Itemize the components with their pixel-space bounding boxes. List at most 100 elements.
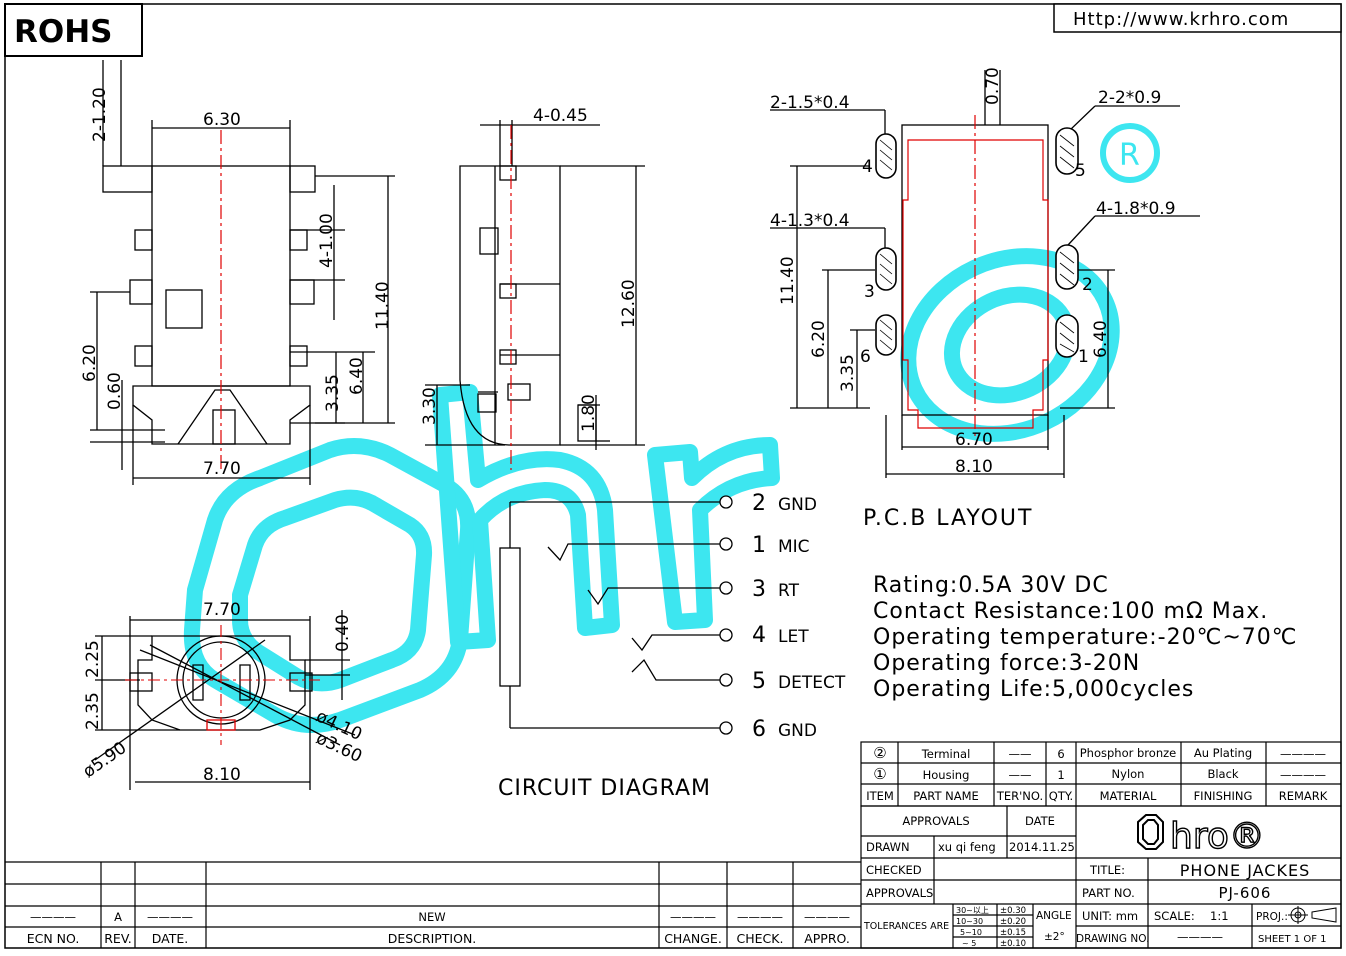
dim-pin-width: 2-1.20 xyxy=(90,87,110,142)
title-block-text: APPROVALS DATE DRAWN xu qi feng 2014.11.… xyxy=(863,814,1327,949)
tb-drawn-label: DRAWN xyxy=(866,840,910,854)
dim-h2: 6.40 xyxy=(347,357,367,395)
dim-width: 6.30 xyxy=(203,110,241,130)
dim-l2: 0.60 xyxy=(105,372,125,410)
dim-bottom-d1: 0.40 xyxy=(333,614,353,652)
dim-bottom-d2: 2.25 xyxy=(83,640,103,678)
front-view-dimensions: 6.30 2-1.20 4-1.00 11.40 6.40 3.35 6.20 … xyxy=(80,87,393,479)
bom-material-housing: Nylon xyxy=(1112,767,1145,781)
tb-scale-value: 1:1 xyxy=(1210,909,1229,923)
spec-operating-life: Operating Life:5,000cycles xyxy=(873,677,1194,702)
bom-remark-terminal: ———— xyxy=(1280,747,1326,761)
circuit-pin-6-name: GND xyxy=(778,721,817,741)
circuit-pin-4-name: LET xyxy=(778,627,809,647)
front-view xyxy=(90,60,395,485)
dim-bottom: 7.70 xyxy=(203,459,241,479)
pcb-pin-3: 3 xyxy=(864,282,875,302)
circuit-pin-2-name: GND xyxy=(778,495,817,515)
tb-tol-range-1: 30~以上 xyxy=(956,906,989,915)
dim-side-top: 4-0.45 xyxy=(533,106,588,126)
bom-item-1: ① xyxy=(873,765,886,783)
rev-check-value: ———— xyxy=(737,910,783,924)
tb-tolerances-label: TOLERANCES ARE xyxy=(863,921,949,932)
bom-item-2: ② xyxy=(873,744,886,762)
watermark-registered-mark: R xyxy=(1119,138,1140,173)
tb-title-value: PHONE JACKES xyxy=(1180,861,1310,880)
bom-qty-housing: 1 xyxy=(1057,768,1064,782)
pcb-pin-labels: 4 5 3 2 6 1 xyxy=(860,157,1093,367)
rev-header-ecn: ECN NO. xyxy=(27,931,80,946)
tb-tol-range-3: 5~10 xyxy=(960,928,982,937)
dim-pcb-t1: 2-1.5*0.4 xyxy=(770,93,850,113)
tb-drawing-no-value: ———— xyxy=(1177,930,1223,944)
dim-pcb-w2: 8.10 xyxy=(955,457,993,477)
circuit-pin-6-num: 6 xyxy=(752,717,766,742)
dim-pcb-t4: 4-1.8*0.9 xyxy=(1096,199,1176,219)
revision-row: ———— A ———— NEW ———— ———— ———— xyxy=(30,910,850,924)
specifications: Rating:0.5A 30V DC Contact Resistance:10… xyxy=(873,573,1296,702)
bom-finishing-housing: Black xyxy=(1207,767,1238,781)
bottom-view-centerlines xyxy=(125,625,320,745)
sheet-border xyxy=(4,3,1342,949)
rev-date-value: ———— xyxy=(147,910,193,924)
bom-headers: ITEM PART NAME TER'NO. QTY. MATERIAL FIN… xyxy=(866,789,1328,803)
rev-rev-value: A xyxy=(114,910,122,924)
pcb-dimensions: 2-1.5*0.4 2-2*0.9 4-1.3*0.4 4-1.8*0.9 0.… xyxy=(770,67,1176,477)
bom-header-part: PART NAME xyxy=(913,789,979,803)
pcb-pin-2: 2 xyxy=(1082,275,1093,295)
bottom-view xyxy=(94,610,356,790)
tb-tol-value-4: ±0.10 xyxy=(1000,939,1026,949)
tb-tol-value-2: ±0.20 xyxy=(1000,917,1026,927)
bom-header-material: MATERIAL xyxy=(1100,789,1157,803)
bottom-view-dimensions: 7.70 0.40 2.25 2.35 ø4.10 ø3.60 ø5.90 8.… xyxy=(79,600,365,785)
circuit-pin-1-name: MIC xyxy=(778,537,810,557)
bom-qty-terminal: 6 xyxy=(1057,747,1064,761)
tb-tol-range-2: 10~30 xyxy=(956,917,983,926)
bom-ter-terminal: —— xyxy=(1009,747,1032,761)
circuit-pin-2-num: 2 xyxy=(752,491,766,516)
dim-bottom-d3: 2.35 xyxy=(83,692,103,730)
rev-change-value: ———— xyxy=(670,910,716,924)
bom-ter-housing: —— xyxy=(1009,768,1032,782)
dim-l1: 6.20 xyxy=(80,344,100,382)
circuit-pin-5-num: 5 xyxy=(752,669,766,694)
circuit-pin-3-num: 3 xyxy=(752,577,766,602)
dim-side-h: 3.30 xyxy=(420,387,440,425)
tb-checked-label: CHECKED xyxy=(866,863,922,877)
dim-pcb-w1: 6.70 xyxy=(955,430,993,450)
rev-header-check: CHECK. xyxy=(737,931,784,946)
tb-date-header: DATE xyxy=(1025,814,1055,828)
dim-bottom-width: 8.10 xyxy=(203,765,241,785)
circuit-pin-3-name: RT xyxy=(778,581,800,601)
bom-header-ter: TER'NO. xyxy=(996,789,1043,803)
hro-logo-text: hro® xyxy=(1170,816,1265,857)
tb-approvals-label: APPROVALS xyxy=(866,886,933,900)
dim-pitch: 4-1.00 xyxy=(317,213,337,268)
tb-drawn-by: xu qi feng xyxy=(938,840,996,854)
dim-pcb-v5: 6.40 xyxy=(1091,320,1111,358)
bom-row-terminal: ② Terminal —— 6 Phosphor bronze Au Plati… xyxy=(873,744,1326,762)
pcb-outline-red xyxy=(902,139,1049,429)
spec-rating: Rating:0.5A 30V DC xyxy=(873,573,1109,598)
bom-remark-housing: ———— xyxy=(1280,768,1326,782)
bom-header-qty: QTY. xyxy=(1049,789,1073,803)
circuit-pin-1-num: 1 xyxy=(752,533,766,558)
bom-row-housing: ① Housing —— 1 Nylon Black ———— xyxy=(873,765,1326,783)
tb-title-label: TITLE: xyxy=(1089,863,1125,877)
tb-sheet: SHEET 1 OF 1 xyxy=(1258,934,1327,945)
tb-angle-label: ANGLE xyxy=(1036,910,1072,922)
dim-pcb-t3: 4-1.3*0.4 xyxy=(770,211,850,231)
website-url[interactable]: Http://www.krhro.com xyxy=(1073,9,1289,30)
hro-watermark-logo xyxy=(183,123,1160,733)
rohs-label: ROHS xyxy=(14,14,113,50)
tb-part-no-value: PJ-606 xyxy=(1219,884,1272,902)
pcb-pin-4: 4 xyxy=(862,157,873,177)
rev-header-date: DATE. xyxy=(152,931,189,946)
pcb-pin-5: 5 xyxy=(1075,161,1086,181)
spec-contact-resistance: Contact Resistance:100 mΩ Max. xyxy=(873,599,1268,624)
bom-header-finishing: FINISHING xyxy=(1194,789,1253,803)
bom-header-item: ITEM xyxy=(866,789,894,803)
revision-headers: ECN NO. REV. DATE. DESCRIPTION. CHANGE. … xyxy=(27,931,850,946)
